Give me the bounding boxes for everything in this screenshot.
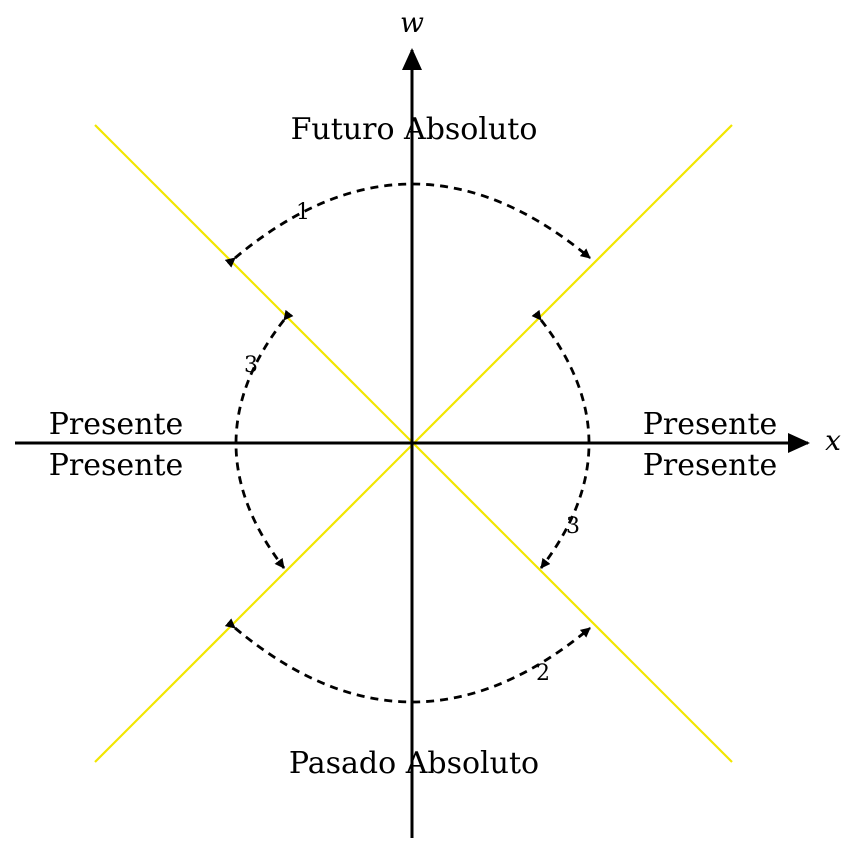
arc-top-number: 1 [296, 200, 310, 225]
arc-right [531, 309, 591, 569]
past-label: Pasado Absoluto [289, 746, 539, 781]
present-left-top-label: Presente [49, 407, 184, 442]
arc-left-number: 3 [244, 353, 258, 378]
arc-bottom [224, 618, 591, 704]
arc-bottom-number: 2 [536, 661, 550, 686]
present-right-top-label: Presente [643, 407, 778, 442]
future-label: Futuro Absoluto [291, 112, 538, 147]
present-right-bottom-label: Presente [643, 448, 778, 483]
w-axis-label: w [400, 6, 424, 39]
x-axis-label: x [825, 424, 841, 457]
present-left-bottom-label: Presente [49, 448, 184, 483]
arc-left [234, 309, 294, 569]
arc-top [224, 182, 591, 268]
arc-right-number: 3 [566, 514, 580, 539]
